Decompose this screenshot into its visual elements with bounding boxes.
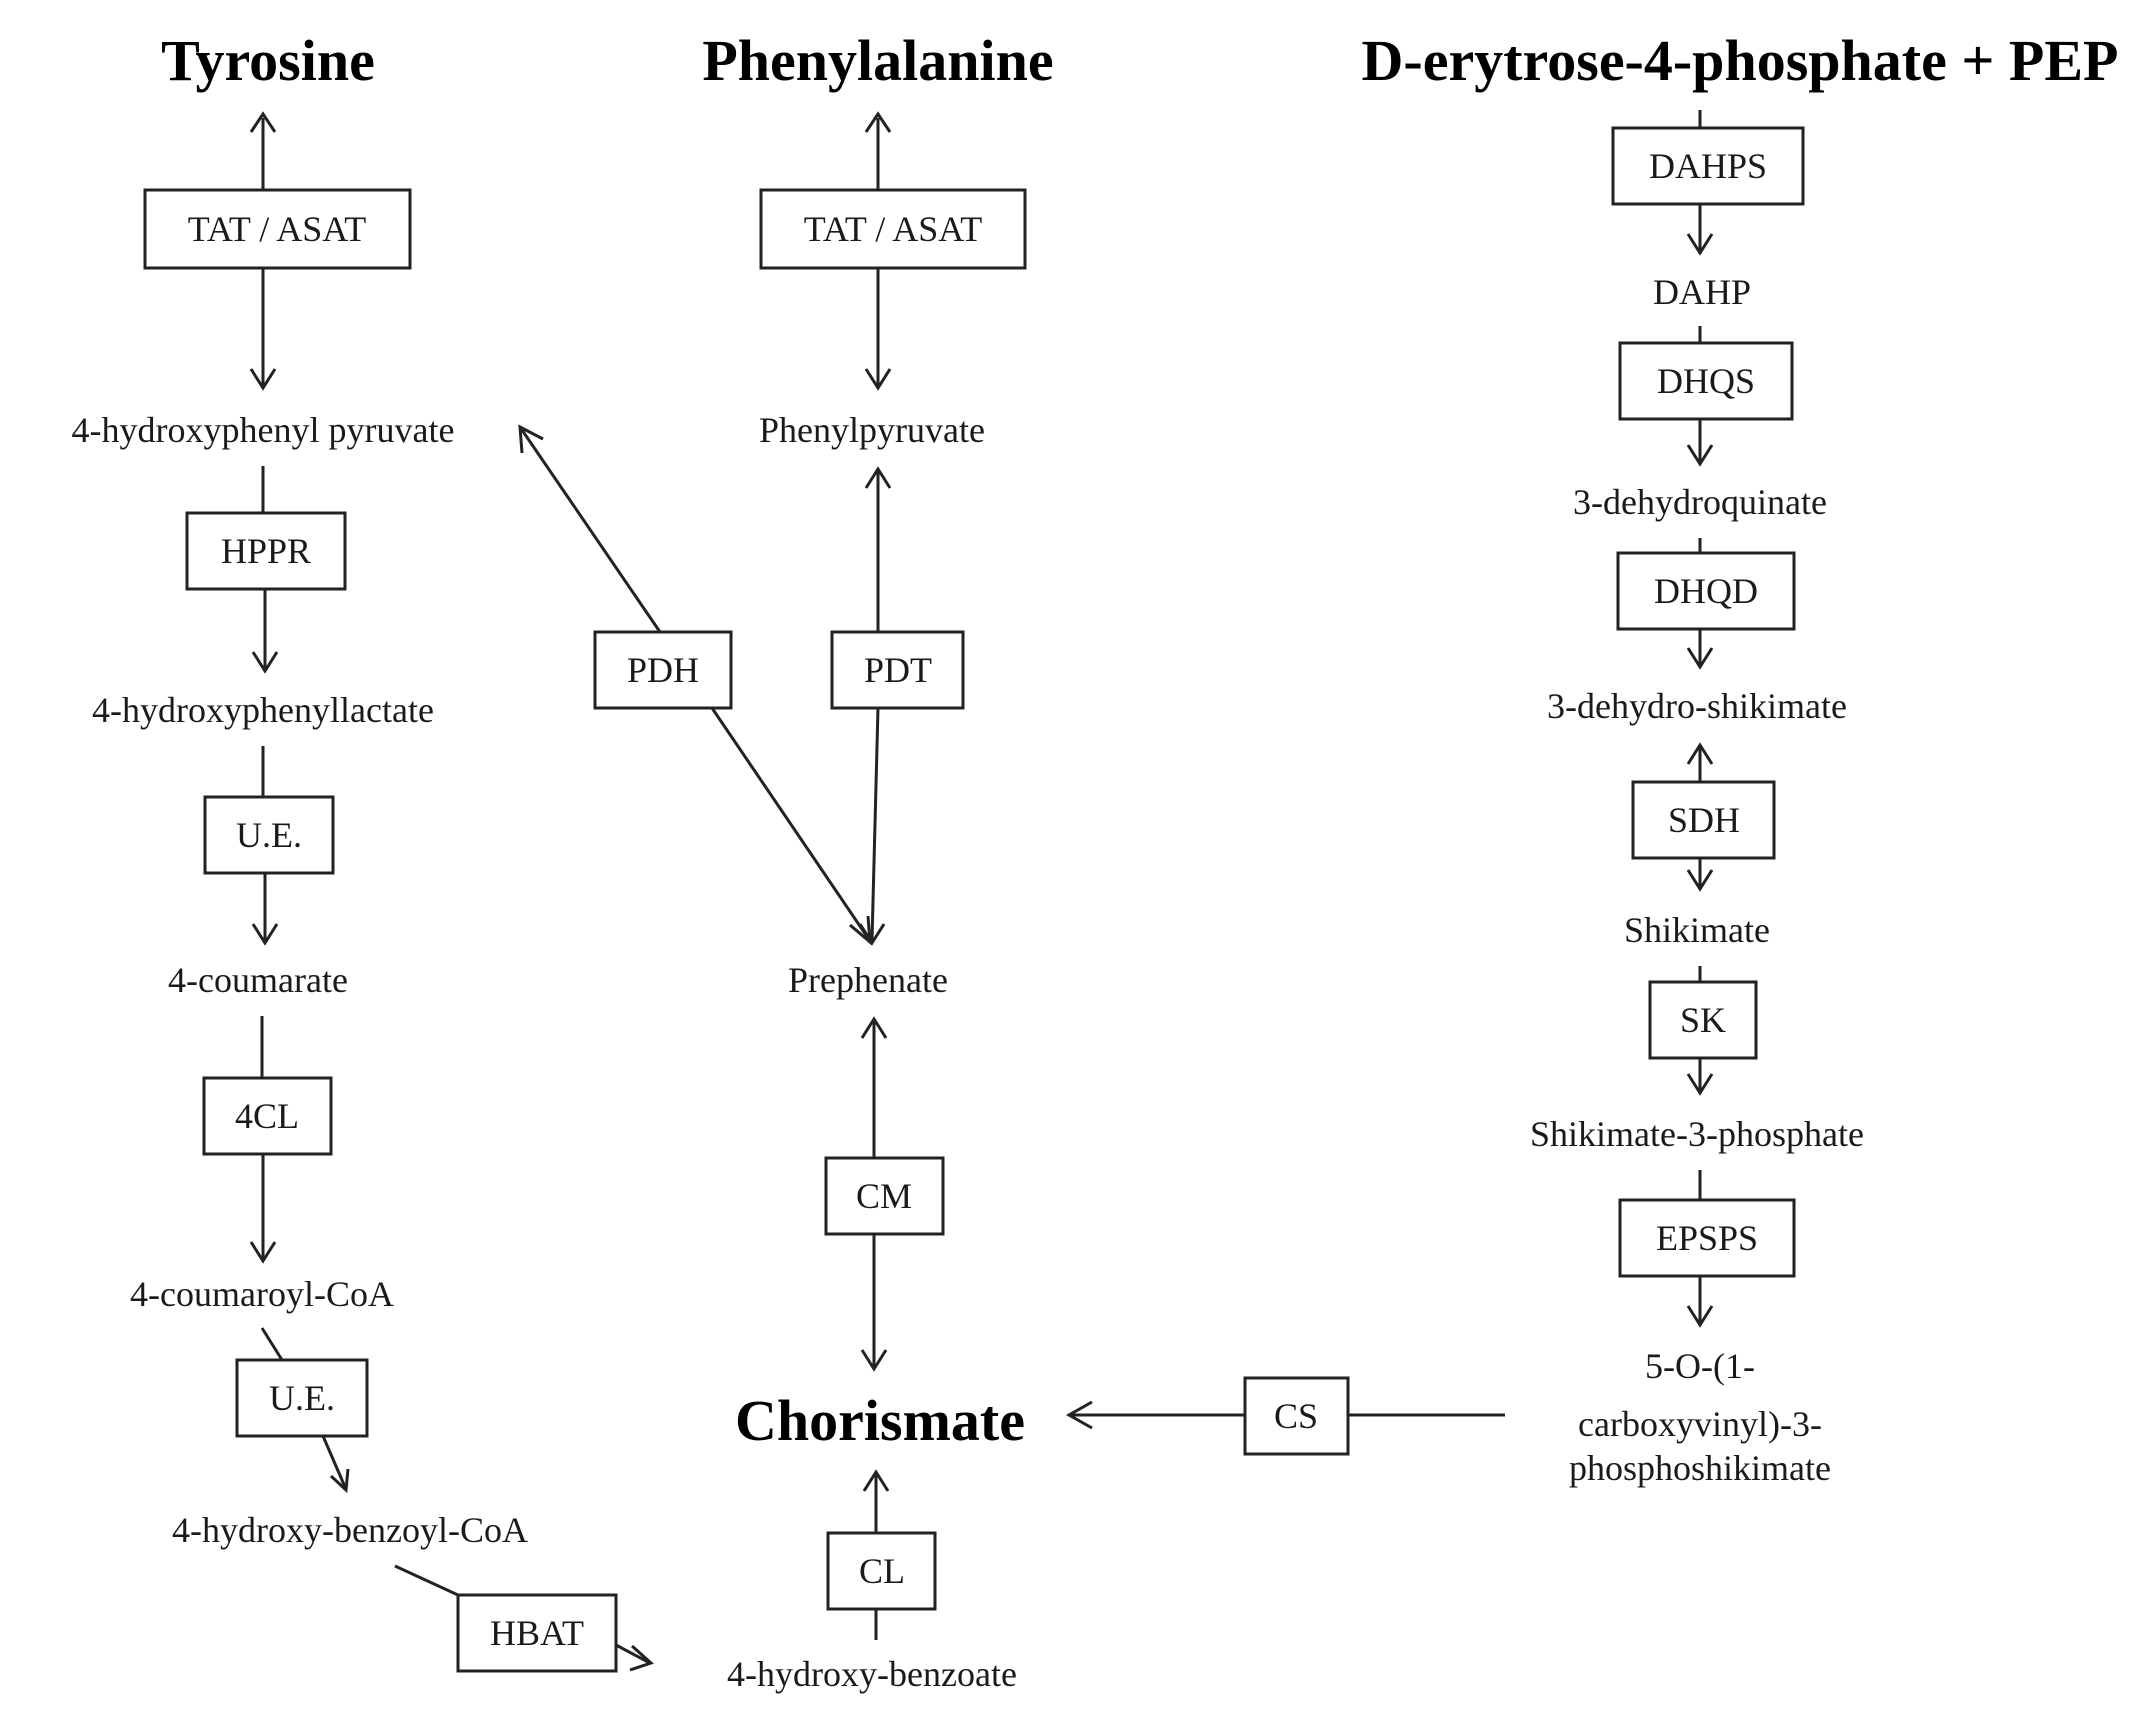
edge-ue2-hbcoa bbox=[321, 1435, 347, 1488]
metabolite-epsp-line3: phosphoshikimate bbox=[1569, 1448, 1831, 1488]
arrowhead-benzoate bbox=[629, 1644, 654, 1672]
arrowhead-phenylpyruvate bbox=[864, 368, 892, 391]
enzyme-box-4cl bbox=[202, 1076, 333, 1156]
enzyme-label-tat-asat-phe: TAT / ASAT bbox=[804, 209, 983, 249]
enzyme-box-hbat bbox=[456, 1593, 618, 1673]
enzyme-label-hbat: HBAT bbox=[490, 1613, 584, 1653]
enzyme-label-dahps: DAHPS bbox=[1649, 146, 1767, 186]
metabolite-hydroxyphenyl-pyruvate: 4-hydroxyphenyl pyruvate bbox=[72, 410, 455, 450]
metabolite-chorismate: Chorismate bbox=[735, 1388, 1025, 1453]
enzyme-box-sk bbox=[1648, 980, 1758, 1060]
arrowhead-hpl bbox=[251, 651, 279, 674]
metabolite-dahp: DAHP bbox=[1653, 272, 1751, 312]
metabolite-epsp-line1: 5-O-(1- bbox=[1645, 1346, 1755, 1386]
enzyme-box-tat-asat-tyr bbox=[143, 188, 412, 270]
enzyme-label-epsps: EPSPS bbox=[1656, 1218, 1758, 1258]
enzyme-box-cs bbox=[1243, 1376, 1350, 1456]
arrowhead-tyrosine bbox=[249, 111, 277, 133]
enzyme-box-tat-asat-phe bbox=[759, 188, 1027, 270]
enzyme-label-ue1: U.E. bbox=[236, 815, 302, 855]
enzyme-box-epsps bbox=[1618, 1198, 1796, 1278]
arrowhead-hbcoa bbox=[329, 1468, 350, 1494]
arrowhead-dhs bbox=[1686, 647, 1714, 670]
arrowhead-pdh-hpp bbox=[518, 424, 544, 454]
edge-hbcoa-hbat bbox=[394, 1564, 459, 1597]
enzyme-label-tat-asat-tyr: TAT / ASAT bbox=[188, 209, 367, 249]
enzyme-box-dahps bbox=[1611, 126, 1805, 206]
metabolite-prephenate: Prephenate bbox=[788, 960, 948, 1000]
enzyme-box-ue1 bbox=[203, 795, 335, 875]
arrowhead-coumaroyl bbox=[249, 1241, 277, 1264]
edge-hbat-benzoate bbox=[615, 1643, 649, 1664]
title-phenylalanine: Phenylalanine bbox=[702, 28, 1053, 93]
arrowhead-sdh-up bbox=[1686, 742, 1714, 765]
enzyme-box-dhqd bbox=[1616, 551, 1796, 631]
arrowhead-dahp bbox=[1686, 233, 1714, 256]
enzyme-box-ue2 bbox=[235, 1358, 369, 1438]
title-precursors: D-erytrose-4-phosphate + PEP bbox=[1362, 28, 2119, 93]
enzyme-label-dhqd: DHQD bbox=[1654, 571, 1758, 611]
title-tyrosine: Tyrosine bbox=[161, 28, 375, 93]
enzyme-label-sk: SK bbox=[1680, 1000, 1726, 1040]
metabolite-dehydroquinate: 3-dehydroquinate bbox=[1573, 482, 1827, 522]
enzyme-label-ue2: U.E. bbox=[269, 1378, 335, 1418]
arrowhead-coumarate bbox=[251, 923, 279, 946]
enzyme-label-dhqs: DHQS bbox=[1657, 361, 1755, 401]
arrowhead-chorismate-cs bbox=[1065, 1400, 1093, 1430]
arrowhead-pdt-up bbox=[864, 466, 892, 489]
metabolite-dehydro-shikimate: 3-dehydro-shikimate bbox=[1547, 686, 1847, 726]
metabolite-coumarate: 4-coumarate bbox=[168, 960, 348, 1000]
enzyme-box-dhqs bbox=[1618, 341, 1794, 421]
enzyme-label-hppr: HPPR bbox=[221, 531, 311, 571]
edge-pdh-hpp bbox=[520, 429, 662, 633]
metabolite-coumaroyl-coa: 4-coumaroyl-CoA bbox=[130, 1274, 394, 1314]
enzyme-label-4cl: 4CL bbox=[235, 1096, 299, 1136]
arrowhead-s3p bbox=[1686, 1073, 1714, 1096]
edge-pdt-prephenate bbox=[870, 707, 880, 941]
enzyme-label-cl: CL bbox=[859, 1551, 905, 1591]
arrowhead-dhq bbox=[1686, 444, 1714, 467]
arrowhead-cm-up bbox=[860, 1016, 888, 1039]
enzyme-label-pdt: PDT bbox=[864, 650, 932, 690]
edge-coumaroyl-ue2 bbox=[260, 1327, 284, 1361]
edge-pdh-prephenate bbox=[710, 707, 870, 939]
arrowhead-hpp bbox=[249, 368, 277, 391]
metabolite-hydroxyphenyllactate: 4-hydroxyphenyllactate bbox=[92, 690, 434, 730]
enzyme-box-cm bbox=[824, 1156, 945, 1236]
arrowhead-chorismate-cm bbox=[860, 1349, 888, 1372]
enzyme-label-cm: CM bbox=[856, 1176, 912, 1216]
enzyme-label-sdh: SDH bbox=[1668, 800, 1740, 840]
arrowhead-chorismate-cl bbox=[862, 1469, 890, 1492]
enzyme-box-sdh bbox=[1631, 780, 1776, 860]
arrowhead-shikimate bbox=[1686, 869, 1714, 892]
arrowhead-phenylalanine bbox=[864, 111, 892, 133]
metabolite-shikimate-3-phosphate: Shikimate-3-phosphate bbox=[1530, 1114, 1864, 1154]
enzyme-label-cs: CS bbox=[1274, 1396, 1318, 1436]
metabolite-epsp-line2: carboxyvinyl)-3- bbox=[1578, 1404, 1822, 1444]
metabolite-hydroxy-benzoate: 4-hydroxy-benzoate bbox=[727, 1654, 1017, 1694]
metabolite-phenylpyruvate: Phenylpyruvate bbox=[759, 410, 985, 450]
metabolite-shikimate: Shikimate bbox=[1624, 910, 1770, 950]
arrowhead-prephenate-pdh bbox=[849, 915, 872, 946]
enzyme-box-cl bbox=[826, 1531, 937, 1611]
arrowhead-epsp bbox=[1686, 1305, 1714, 1328]
enzyme-box-pdt bbox=[830, 630, 965, 710]
enzyme-label-pdh: PDH bbox=[627, 650, 699, 690]
enzyme-box-pdh bbox=[593, 630, 733, 710]
metabolite-hydroxy-benzoyl-coa: 4-hydroxy-benzoyl-CoA bbox=[172, 1510, 528, 1550]
